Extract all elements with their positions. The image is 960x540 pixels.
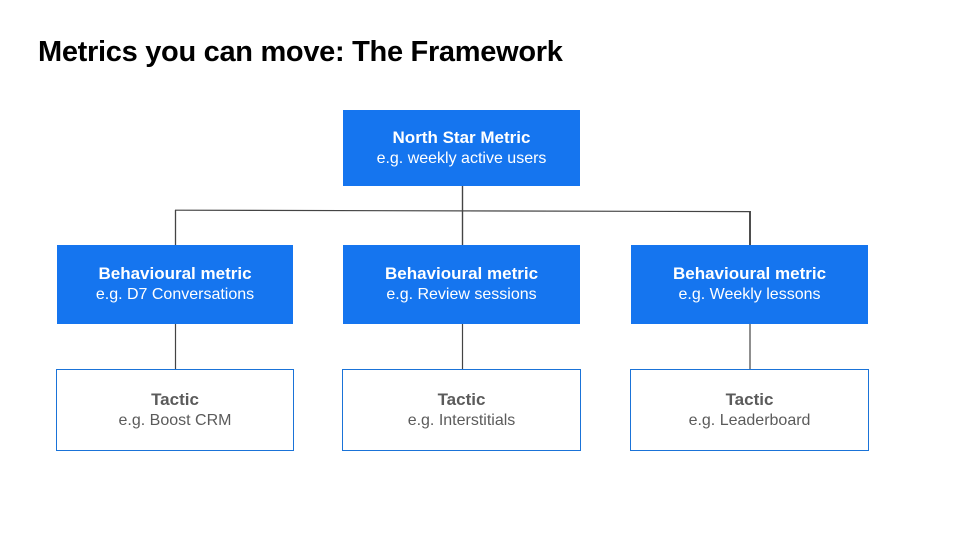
node-behavioural-metric-1[interactable]: Behavioural metric e.g. D7 Conversations xyxy=(57,245,293,324)
node-behavioural-metric-2-title: Behavioural metric xyxy=(384,264,539,284)
node-behavioural-metric-3-title: Behavioural metric xyxy=(672,264,827,284)
node-tactic-2-subtitle: e.g. Interstitials xyxy=(407,411,516,429)
node-behavioural-metric-3[interactable]: Behavioural metric e.g. Weekly lessons xyxy=(631,245,868,324)
node-north-star-title: North Star Metric xyxy=(392,127,531,147)
node-tactic-3[interactable]: Tactic e.g. Leaderboard xyxy=(630,369,869,451)
node-tactic-1[interactable]: Tactic e.g. Boost CRM xyxy=(56,369,294,451)
node-tactic-3-title: Tactic xyxy=(725,389,774,409)
node-tactic-2[interactable]: Tactic e.g. Interstitials xyxy=(342,369,581,451)
node-north-star-metric[interactable]: North Star Metric e.g. weekly active use… xyxy=(343,110,580,186)
node-tactic-1-title: Tactic xyxy=(151,389,199,409)
node-behavioural-metric-3-subtitle: e.g. Weekly lessons xyxy=(678,286,821,304)
node-tactic-2-title: Tactic xyxy=(437,389,486,409)
node-north-star-subtitle: e.g. weekly active users xyxy=(376,149,547,167)
node-behavioural-metric-2[interactable]: Behavioural metric e.g. Review sessions xyxy=(343,245,580,324)
node-behavioural-metric-2-subtitle: e.g. Review sessions xyxy=(386,286,537,304)
node-tactic-3-subtitle: e.g. Leaderboard xyxy=(688,411,811,429)
connector-horizontal-bar xyxy=(174,209,751,213)
node-tactic-1-subtitle: e.g. Boost CRM xyxy=(118,411,232,429)
node-behavioural-metric-1-title: Behavioural metric xyxy=(98,264,252,284)
page-title: Metrics you can move: The Framework xyxy=(38,36,563,68)
node-behavioural-metric-1-subtitle: e.g. D7 Conversations xyxy=(95,286,255,304)
